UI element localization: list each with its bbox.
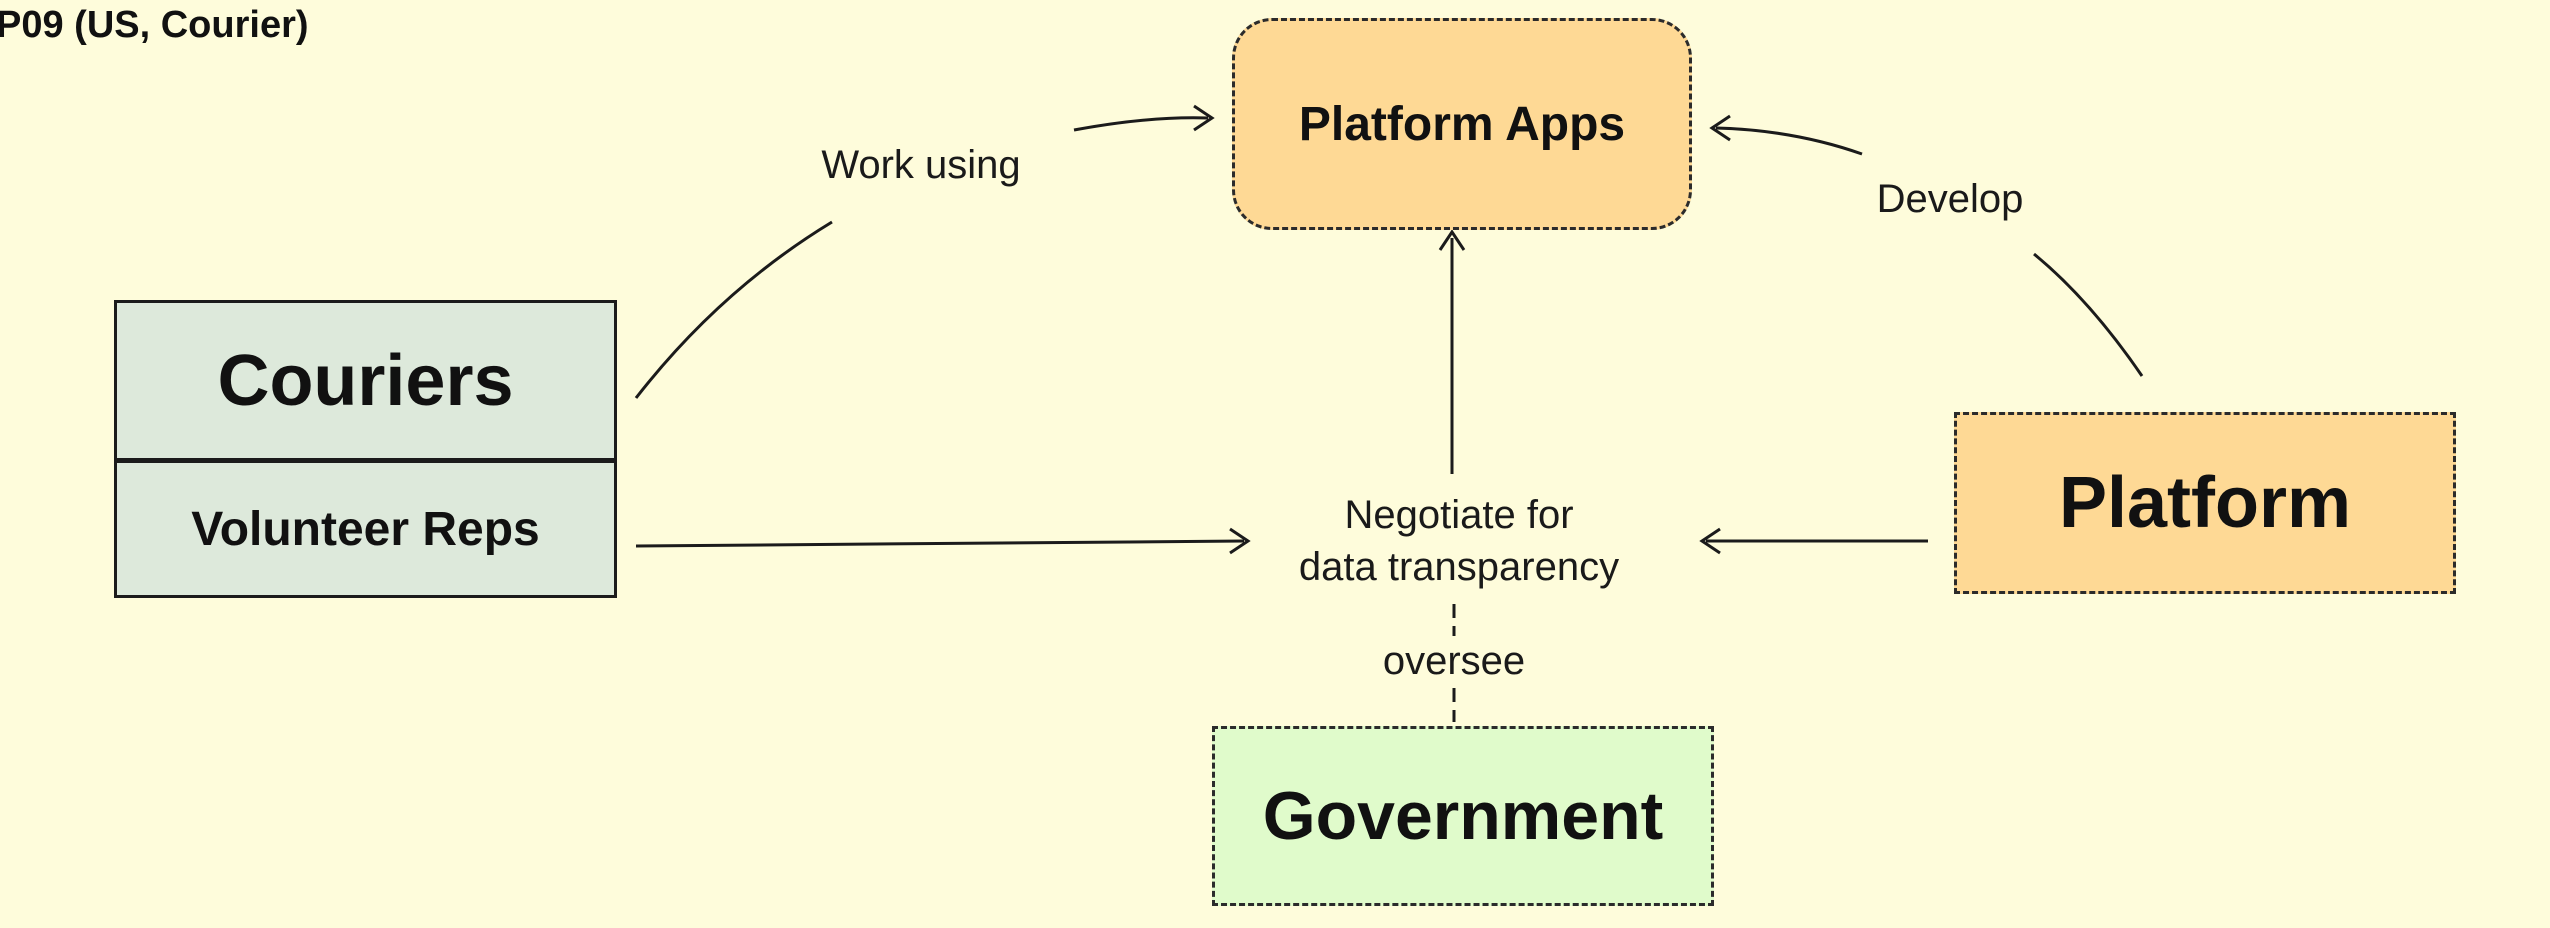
oversee-label: oversee <box>1382 639 1526 683</box>
couriers-node: Couriers <box>117 303 614 463</box>
negotiate-label-line2: data transparency <box>1298 545 1620 589</box>
work-using-arrow-lower <box>634 220 833 399</box>
page-title: P09 (US, Courier) <box>0 4 309 46</box>
work-using-label: Work using <box>821 143 1021 187</box>
develop-arrow-upper <box>1715 126 1863 156</box>
work-using-arrow-upper <box>1073 116 1209 132</box>
develop-arrow-lower <box>2033 252 2144 377</box>
negotiate-label-line1: Negotiate for <box>1344 493 1574 537</box>
negotiate-to-apps-arrowhead <box>1438 229 1466 251</box>
reps-to-negotiate-arrow <box>635 539 1245 548</box>
platform-node: Platform <box>1954 412 2456 594</box>
work-using-arrowhead <box>1193 104 1215 132</box>
government-node: Government <box>1212 726 1714 906</box>
volunteer-reps-node: Volunteer Reps <box>191 502 540 556</box>
couriers-group: Couriers Volunteer Reps <box>114 300 617 598</box>
platform-apps-node: Platform Apps <box>1232 18 1692 230</box>
develop-arrowhead <box>1709 114 1731 142</box>
platform-to-negotiate-arrowhead <box>1699 527 1721 555</box>
develop-label: Develop <box>1876 177 2024 221</box>
reps-to-negotiate-arrowhead <box>1229 527 1251 555</box>
